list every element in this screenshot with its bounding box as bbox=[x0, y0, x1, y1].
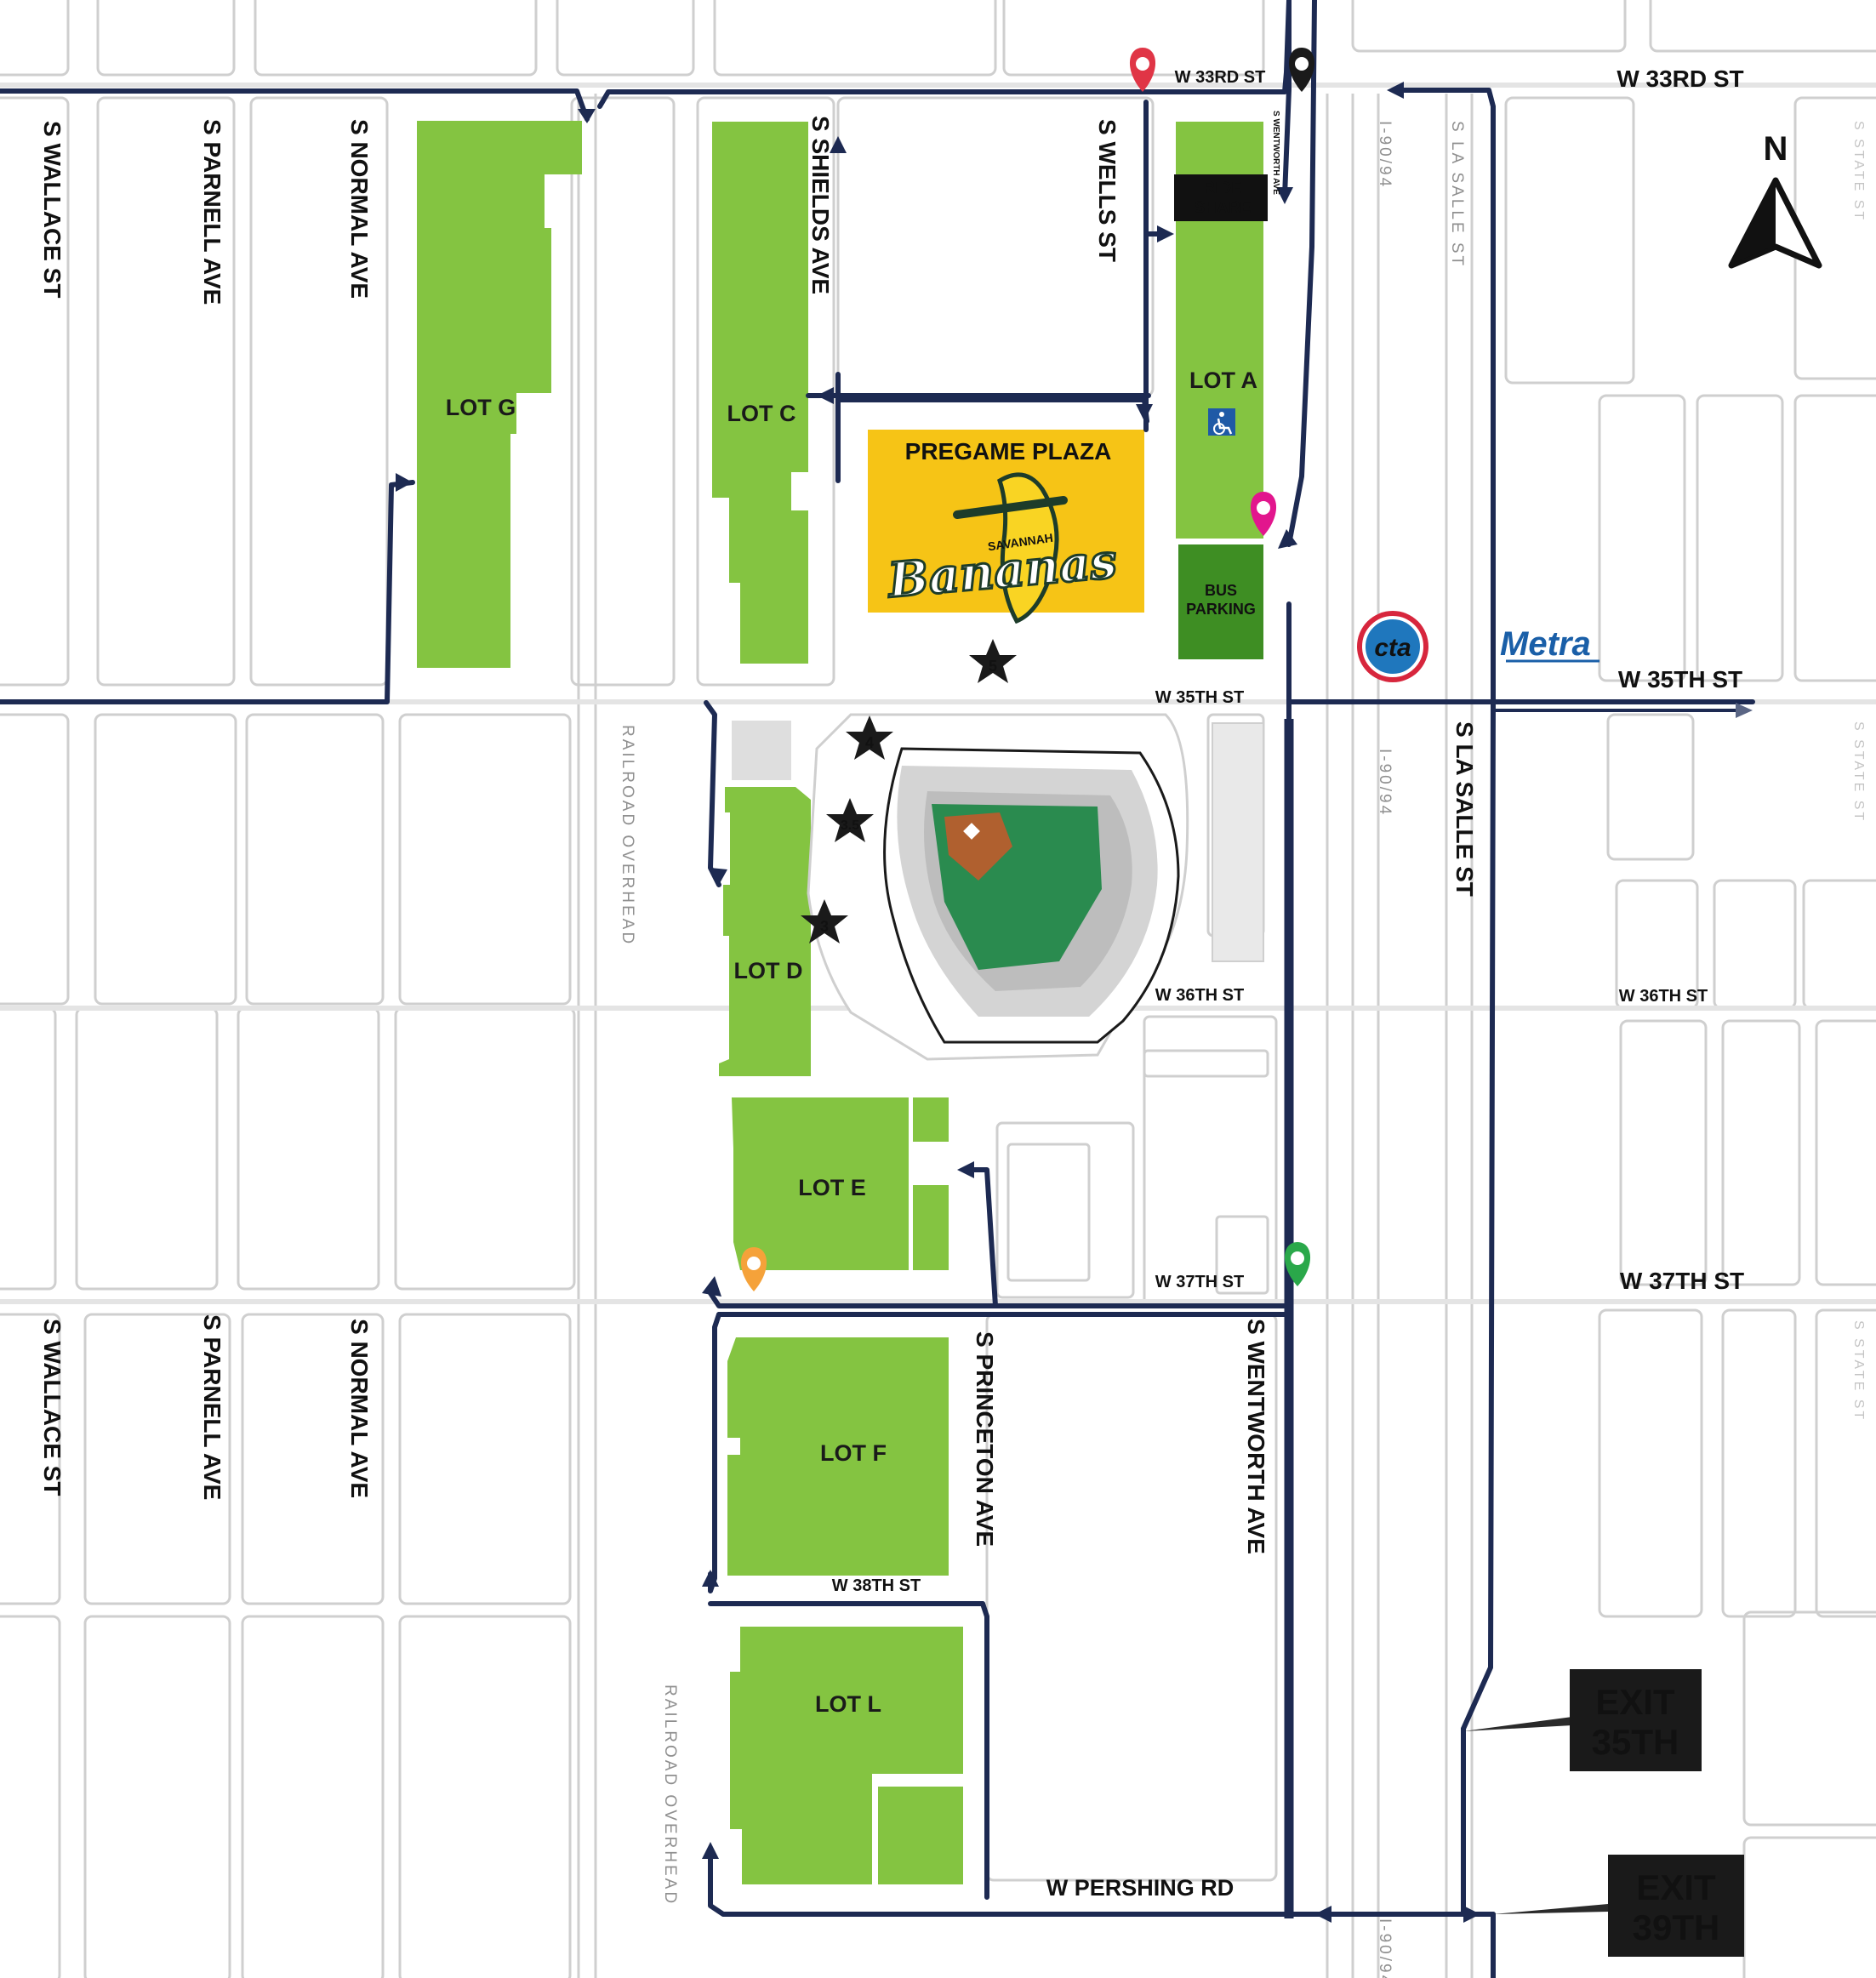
svg-text:5: 5 bbox=[989, 658, 997, 675]
bus-parking-shape[interactable] bbox=[1178, 544, 1263, 659]
svg-text:3.5: 3.5 bbox=[841, 818, 859, 833]
lot-l-label: LOT L bbox=[815, 1691, 881, 1717]
wells-label: S WELLS ST bbox=[1094, 119, 1120, 262]
bus-parking-label-2: PARKING bbox=[1186, 601, 1256, 618]
lot-d-shape[interactable] bbox=[719, 787, 811, 1076]
svg-text:4: 4 bbox=[865, 734, 874, 751]
lot-l-shape[interactable] bbox=[730, 1627, 963, 1884]
state-label-1: S STATE ST bbox=[1851, 121, 1866, 222]
magenta-pin-icon[interactable] bbox=[1250, 492, 1277, 536]
svg-text:cta: cta bbox=[1374, 634, 1411, 662]
lot-l-annex bbox=[878, 1787, 963, 1884]
parking-lots bbox=[417, 121, 1263, 1884]
lasalle-label: S LA SALLE ST bbox=[1451, 721, 1478, 897]
gate-4: 4 bbox=[846, 715, 893, 760]
w36-short-label: W 36TH ST bbox=[1155, 986, 1244, 1005]
ride-share-box[interactable]: RIDE SHARE bbox=[1174, 174, 1268, 221]
lot-e-annex-2 bbox=[913, 1185, 949, 1270]
normal-label-bottom: S NORMAL AVE bbox=[346, 1319, 373, 1498]
exit-39th-sign[interactable]: EXIT 39TH bbox=[1608, 1855, 1744, 1957]
pregame-plaza-label: PREGAME PLAZA bbox=[905, 438, 1112, 465]
parnell-label-top: S PARNELL AVE bbox=[199, 119, 225, 305]
lot-d-label: LOT D bbox=[734, 958, 803, 983]
lot-f-shape[interactable] bbox=[727, 1337, 949, 1576]
svg-text:EXIT: EXIT bbox=[1636, 1867, 1716, 1907]
svg-text:Metra: Metra bbox=[1500, 625, 1591, 663]
w36-label: W 36TH ST bbox=[1619, 987, 1708, 1006]
state-label-3: S STATE ST bbox=[1851, 1320, 1866, 1422]
exit39-pointer bbox=[1493, 1904, 1608, 1914]
svg-text:3: 3 bbox=[820, 918, 829, 935]
street-labels: W 33RD ST W 33RD ST W 35TH ST W 35TH ST … bbox=[39, 66, 1866, 1978]
svg-text:N: N bbox=[1764, 130, 1788, 168]
svg-text:SHARE: SHARE bbox=[1195, 199, 1252, 217]
railroad-label-2: RAILROAD OVERHEAD bbox=[661, 1684, 679, 1906]
wallace-label-top: S WALLACE ST bbox=[39, 121, 66, 298]
wheelchair-icon bbox=[1208, 408, 1235, 436]
gate-5: 5 bbox=[969, 639, 1017, 683]
shields-label: S SHIELDS AVE bbox=[807, 116, 834, 294]
w35-short-label: W 35TH ST bbox=[1155, 688, 1244, 707]
lot-e-annex-1 bbox=[913, 1097, 949, 1142]
svg-text:RIDE: RIDE bbox=[1203, 180, 1241, 197]
baseball-infield bbox=[944, 812, 1012, 881]
metra-logo[interactable]: Metra bbox=[1500, 625, 1599, 663]
compass-north: N bbox=[1728, 130, 1822, 269]
w35-label: W 35TH ST bbox=[1618, 666, 1742, 693]
wentworth-label: S WENTWORTH AVE bbox=[1243, 1319, 1269, 1554]
pershing-label: W PERSHING RD bbox=[1046, 1875, 1235, 1901]
lot-g-shape[interactable] bbox=[417, 121, 582, 668]
orange-pin-icon[interactable] bbox=[740, 1247, 767, 1291]
wallace-label-bottom: S WALLACE ST bbox=[39, 1319, 66, 1496]
lasalle-small-label: S LA SALLE ST bbox=[1448, 121, 1466, 268]
w38-short-label: W 38TH ST bbox=[832, 1576, 921, 1595]
w37-short-label: W 37TH ST bbox=[1155, 1273, 1244, 1291]
w37-label: W 37TH ST bbox=[1620, 1268, 1744, 1294]
svg-text:EXIT: EXIT bbox=[1595, 1682, 1675, 1722]
lot-c-shape[interactable] bbox=[712, 122, 808, 664]
lot-g-label: LOT G bbox=[446, 395, 516, 420]
i9094-label-3: I-90/94 bbox=[1376, 1918, 1394, 1978]
lot-d-top-shape bbox=[732, 721, 791, 780]
lot-f-label: LOT F bbox=[820, 1440, 887, 1466]
railroad-label-1: RAILROAD OVERHEAD bbox=[619, 725, 636, 946]
i9094-label-2: I-90/94 bbox=[1376, 749, 1394, 817]
princeton-label: S PRINCETON AVE bbox=[972, 1331, 998, 1547]
green-pin-icon[interactable] bbox=[1284, 1242, 1311, 1286]
bus-parking-label-1: BUS bbox=[1205, 582, 1237, 599]
w33-short-label: W 33RD ST bbox=[1175, 68, 1266, 87]
svg-text:35TH: 35TH bbox=[1592, 1722, 1679, 1762]
i9094-label-1: I-90/94 bbox=[1376, 121, 1394, 189]
gates: 5 4 3.5 3 bbox=[801, 639, 1017, 943]
normal-label-top: S NORMAL AVE bbox=[346, 119, 373, 299]
cta-logo[interactable]: cta bbox=[1357, 611, 1428, 682]
black-pin-icon[interactable] bbox=[1288, 48, 1315, 92]
parnell-label-bottom: S PARNELL AVE bbox=[199, 1314, 225, 1500]
lot-a-label: LOT A bbox=[1189, 368, 1257, 393]
route-arrows bbox=[396, 82, 1480, 1923]
w33-label: W 33RD ST bbox=[1617, 66, 1743, 92]
red-pin-icon[interactable] bbox=[1129, 48, 1156, 92]
lot-e-shape[interactable] bbox=[732, 1097, 909, 1270]
exit-35th-sign[interactable]: EXIT 35TH bbox=[1570, 1669, 1702, 1771]
lot-e-label: LOT E bbox=[798, 1175, 866, 1200]
state-label-2: S STATE ST bbox=[1851, 721, 1866, 823]
gate-3-5: 3.5 bbox=[826, 798, 874, 842]
gate-3: 3 bbox=[801, 899, 848, 943]
stadium bbox=[807, 713, 1264, 1061]
exit35-pointer bbox=[1463, 1717, 1572, 1731]
svg-text:39TH: 39TH bbox=[1633, 1907, 1720, 1947]
lot-c-label: LOT C bbox=[727, 401, 796, 426]
wentworth-small-label: S WENTWORTH AVE bbox=[1271, 111, 1280, 195]
